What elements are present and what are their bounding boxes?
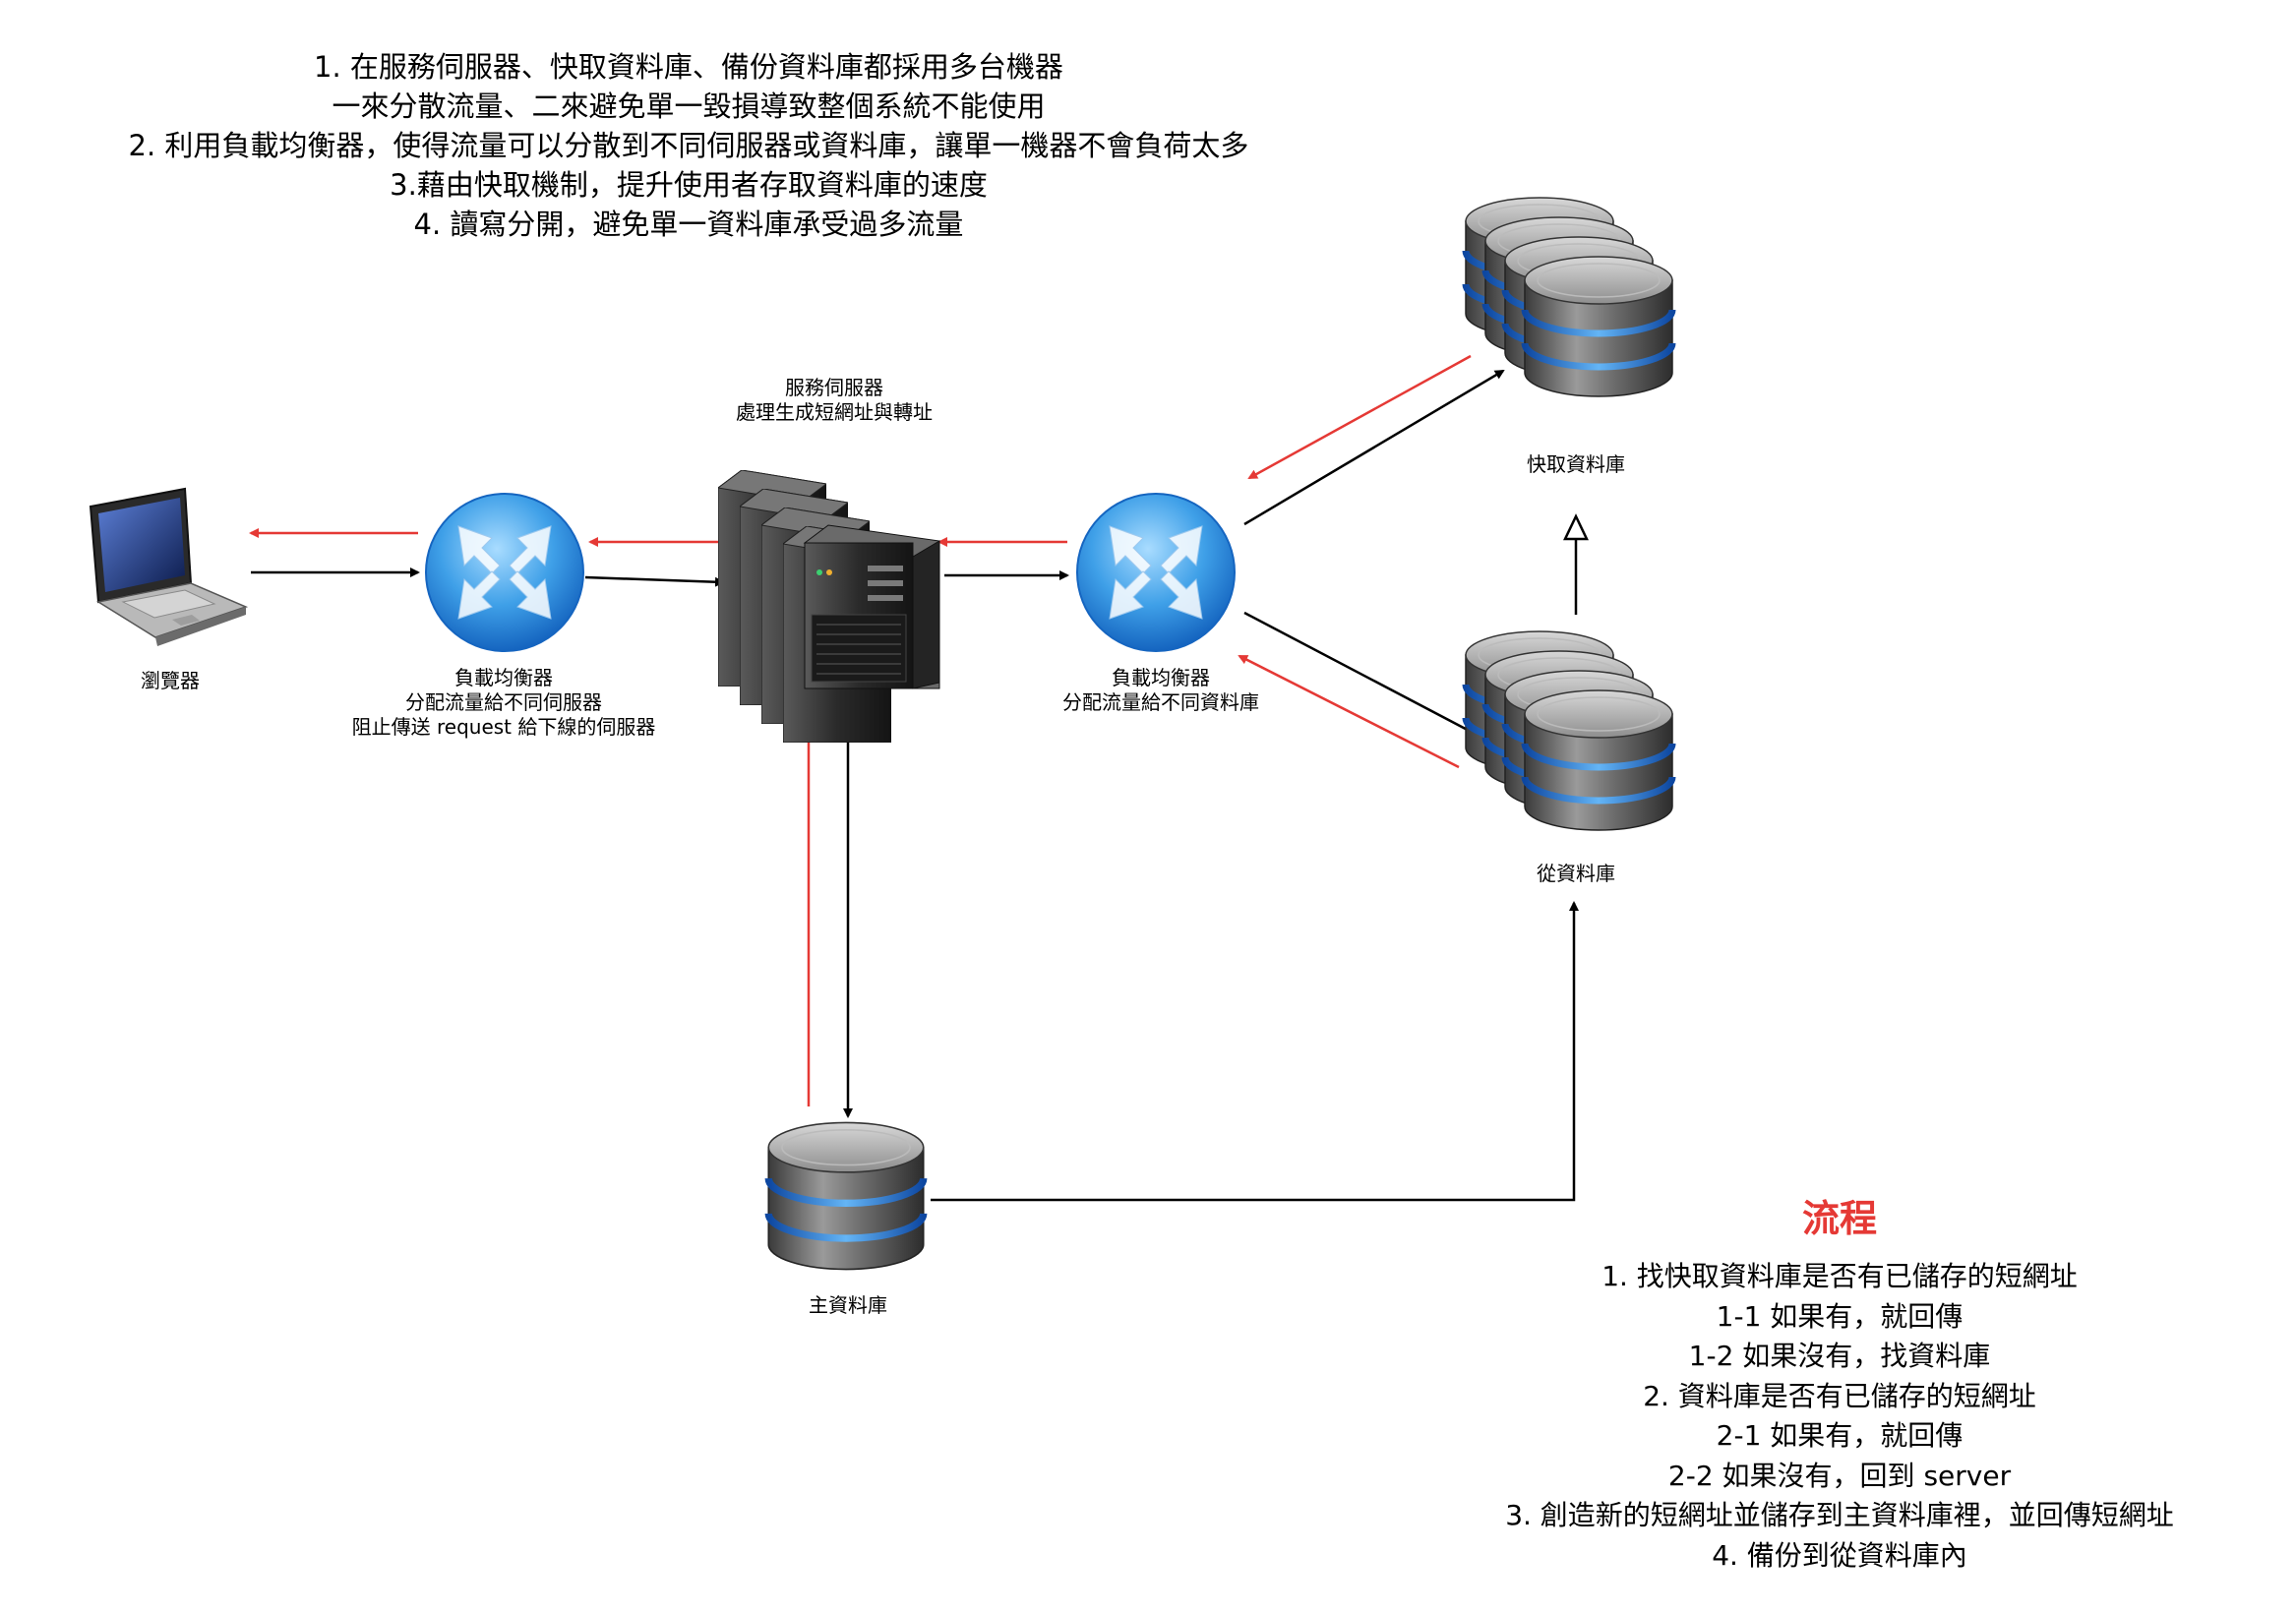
lb1-title: 負載均衡器 bbox=[454, 666, 553, 689]
flow-step: 1-1 如果有，就回傳 bbox=[1716, 1299, 1964, 1333]
server-label: 服務伺服器 處理生成短網址與轉址 bbox=[687, 376, 982, 425]
flow-step: 4. 備份到從資料庫內 bbox=[1712, 1538, 1967, 1572]
lb2-label: 負載均衡器 分配流量給不同資料庫 bbox=[984, 666, 1338, 715]
database-icon bbox=[768, 1122, 924, 1269]
flow-step: 2-2 如果沒有，回到 server bbox=[1667, 1459, 2012, 1492]
cache-db-label: 快取資料庫 bbox=[1527, 452, 1625, 476]
note-line: 3.藉由快取機制，提升使用者存取資料庫的速度 bbox=[390, 168, 988, 202]
browser-label: 瀏覽器 bbox=[141, 669, 200, 692]
flow-steps: 1. 找快取資料庫是否有已儲存的短網址 1-1 如果有，就回傳 1-2 如果沒有… bbox=[1348, 1257, 2296, 1576]
database-stack-icon bbox=[1466, 198, 1672, 396]
note-line: 1. 在服務伺服器、快取資料庫、備份資料庫都採用多台機器 bbox=[314, 50, 1063, 84]
flow-step: 1. 找快取資料庫是否有已儲存的短網址 bbox=[1601, 1260, 2078, 1292]
arrow-replica-to-lb2 bbox=[1238, 654, 1460, 769]
lb2-title: 負載均衡器 bbox=[1112, 666, 1210, 689]
server-title: 服務伺服器 bbox=[785, 376, 883, 399]
note-line: 2. 利用負載均衡器，使得流量可以分散到不同伺服器或資料庫，讓單一機器不會負荷太… bbox=[128, 129, 1249, 162]
replica-db-label: 從資料庫 bbox=[1537, 862, 1615, 885]
flow-step: 1-2 如果沒有，找資料庫 bbox=[1688, 1340, 1991, 1372]
server-rack-icon bbox=[718, 470, 940, 743]
arrow-lb1-to-server bbox=[584, 575, 725, 587]
router-icon bbox=[1076, 493, 1236, 652]
note-line: 一來分散流量、二來避免單一毀損導致整個系統不能使用 bbox=[332, 90, 1046, 123]
server-desc: 處理生成短網址與轉址 bbox=[736, 400, 933, 424]
lb2-desc: 分配流量給不同資料庫 bbox=[1062, 690, 1259, 714]
laptop-icon bbox=[89, 487, 249, 646]
master-db-label: 主資料庫 bbox=[809, 1293, 887, 1317]
note-line: 4. 讀寫分開，避免單一資料庫承受過多流量 bbox=[413, 208, 964, 241]
arrow-master-to-replica bbox=[931, 901, 1579, 1202]
database-stack-icon bbox=[1466, 631, 1672, 830]
design-notes: 1. 在服務伺服器、快取資料庫、備份資料庫都採用多台機器 一來分散流量、二來避免… bbox=[0, 47, 1377, 244]
arrow-lb2-to-replica bbox=[1243, 611, 1480, 738]
arrow-head-hollow bbox=[1563, 513, 1589, 541]
flow-step: 2. 資料庫是否有已儲存的短網址 bbox=[1643, 1379, 2036, 1412]
flow-step: 3. 創造新的短網址並儲存到主資料庫裡，並回傳短網址 bbox=[1505, 1499, 2174, 1531]
flow-step: 2-1 如果有，就回傳 bbox=[1716, 1419, 1964, 1452]
arrow-lb2-to-cache bbox=[1243, 369, 1505, 526]
arrow-cache-to-lb2 bbox=[1247, 354, 1472, 480]
lb1-label: 負載均衡器 分配流量給不同伺服器 阻止傳送 request 給下線的伺服器 bbox=[258, 666, 750, 740]
router-icon bbox=[425, 493, 584, 652]
lb1-desc: 阻止傳送 request 給下線的伺服器 bbox=[351, 715, 656, 739]
lb1-desc: 分配流量給不同伺服器 bbox=[405, 690, 602, 714]
flow-title: 流程 bbox=[1801, 1197, 1877, 1240]
